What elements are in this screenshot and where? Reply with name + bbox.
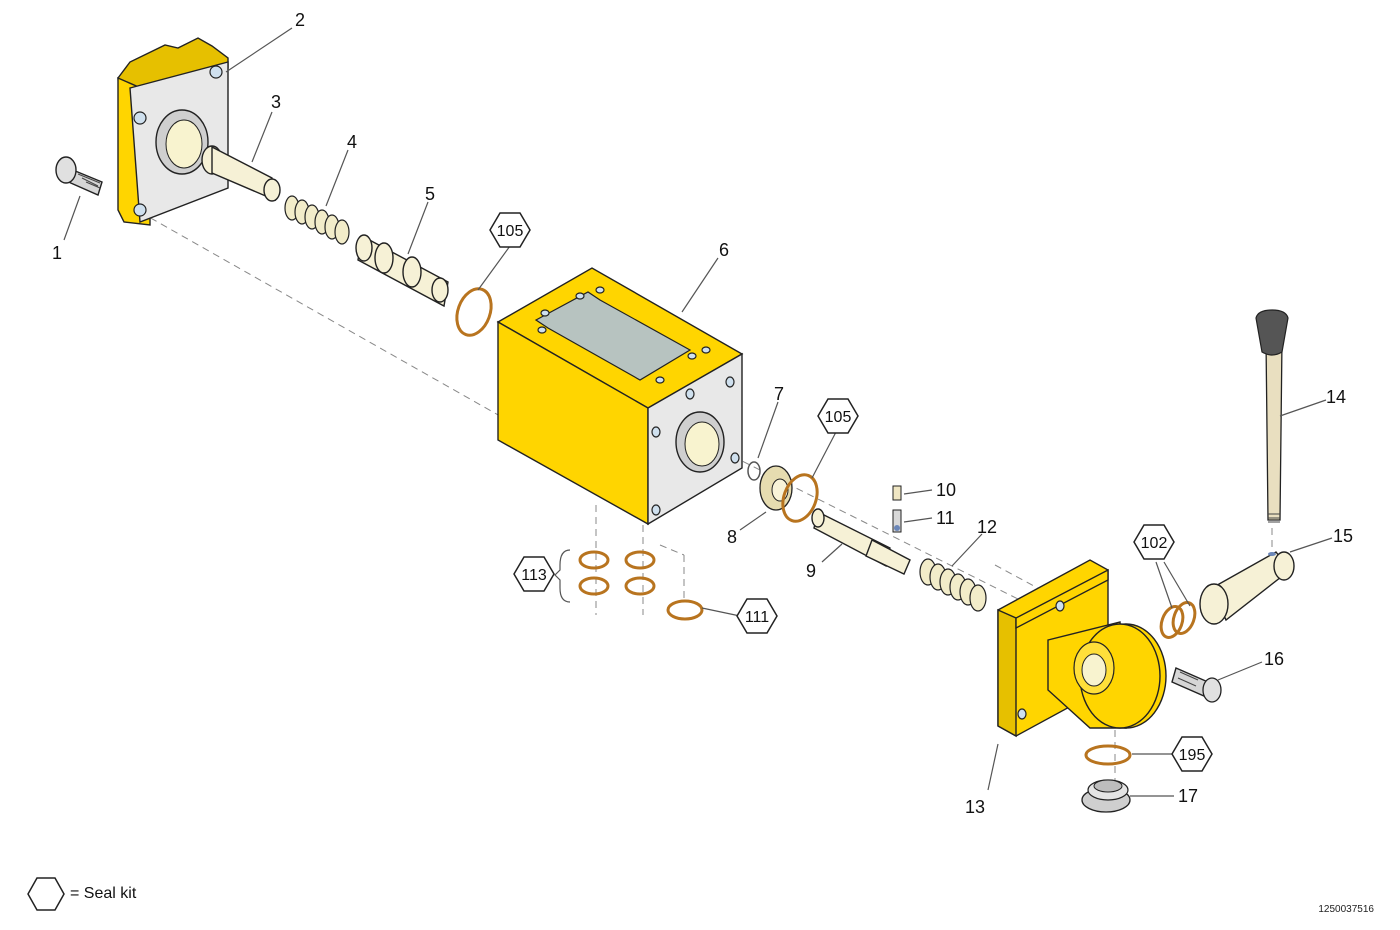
svg-text:102: 102 — [1141, 535, 1168, 552]
seal-102 — [1159, 601, 1197, 639]
leader-lines — [63, 27, 1333, 797]
hexagon-icon — [27, 877, 65, 911]
part-9-lever-shaft — [811, 508, 911, 575]
part-11-screw — [892, 509, 902, 533]
part-12-spring — [919, 558, 987, 612]
part-2-end-cover — [117, 37, 229, 226]
seal-kit-105-upper: 105 — [489, 212, 531, 248]
seal-kit-195: 195 — [1171, 736, 1213, 772]
callout-7: 7 — [774, 384, 784, 404]
seal-105-lower — [781, 473, 819, 523]
svg-text:105: 105 — [825, 409, 852, 426]
callout-12: 12 — [977, 517, 997, 537]
callout-13: 13 — [965, 797, 985, 817]
callout-4: 4 — [347, 132, 357, 152]
seal-kit-113: 113 — [513, 556, 555, 592]
part-17-plug — [1081, 779, 1131, 813]
part-5-spool — [355, 234, 449, 308]
callout-6: 6 — [719, 240, 729, 260]
seal-111 — [666, 599, 704, 621]
callout-14: 14 — [1326, 387, 1346, 407]
part-15-sleeve — [1199, 551, 1295, 625]
part-3-pilot-shaft — [201, 145, 281, 202]
part-13-lever-housing — [997, 559, 1167, 738]
seal-195 — [1084, 744, 1132, 766]
callout-1: 1 — [52, 243, 62, 263]
callout-11: 11 — [936, 508, 955, 528]
callout-17: 17 — [1178, 786, 1198, 806]
svg-text:105: 105 — [497, 223, 524, 240]
callout-3: 3 — [271, 92, 281, 112]
part-16-screw — [1171, 667, 1222, 703]
part-callouts: 1 2 3 4 5 6 7 8 9 10 11 12 13 14 15 16 1… — [52, 10, 1353, 817]
svg-text:111: 111 — [745, 609, 769, 626]
seal-kit-markers: 105 105 113 111 102 195 — [489, 212, 1213, 772]
part-4-spring — [284, 195, 350, 245]
callout-8: 8 — [727, 527, 737, 547]
part-7-retaining-ring — [747, 461, 761, 481]
seal-kit-legend: = Seal kit — [26, 876, 136, 912]
part-14-handle — [1255, 309, 1289, 523]
callout-10: 10 — [936, 480, 956, 500]
seal-113-rings — [554, 549, 656, 603]
callout-2: 2 — [295, 10, 305, 30]
legend-text: = Seal kit — [70, 885, 137, 902]
seal-kit-105-lower: 105 — [817, 398, 859, 434]
callout-9: 9 — [806, 561, 816, 581]
drawing-number: 1250037516 — [1318, 904, 1374, 915]
part-10-pin — [892, 485, 902, 501]
svg-text:195: 195 — [1179, 747, 1206, 764]
callout-15: 15 — [1333, 526, 1353, 546]
seal-105-upper — [455, 287, 493, 337]
callout-16: 16 — [1264, 649, 1284, 669]
part-6-valve-body — [496, 267, 744, 526]
seal-kit-111: 111 — [736, 598, 778, 634]
part-1-cap-screw — [55, 156, 103, 196]
callout-5: 5 — [425, 184, 435, 204]
seal-kit-102: 102 — [1133, 524, 1175, 560]
svg-text:113: 113 — [521, 567, 547, 584]
